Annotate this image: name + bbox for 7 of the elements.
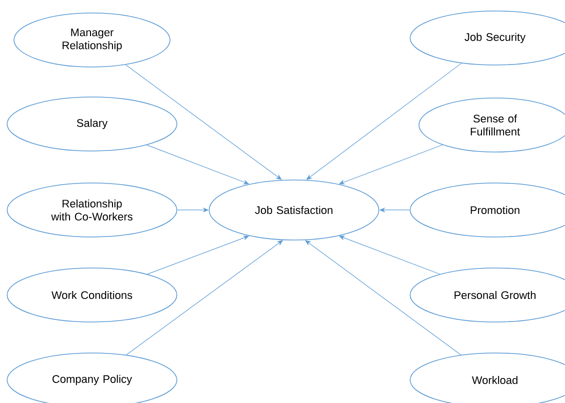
ellipse-node: Job Satisfaction — [208, 180, 380, 240]
ellipse-node: Manager Relationship — [14, 12, 170, 68]
ellipse-node: Relationship with Co-Workers — [6, 182, 178, 238]
ellipse-node: Salary — [6, 96, 178, 152]
arrow — [125, 64, 282, 180]
arrow — [306, 62, 462, 180]
ellipse-node: Work Conditions — [6, 268, 178, 322]
